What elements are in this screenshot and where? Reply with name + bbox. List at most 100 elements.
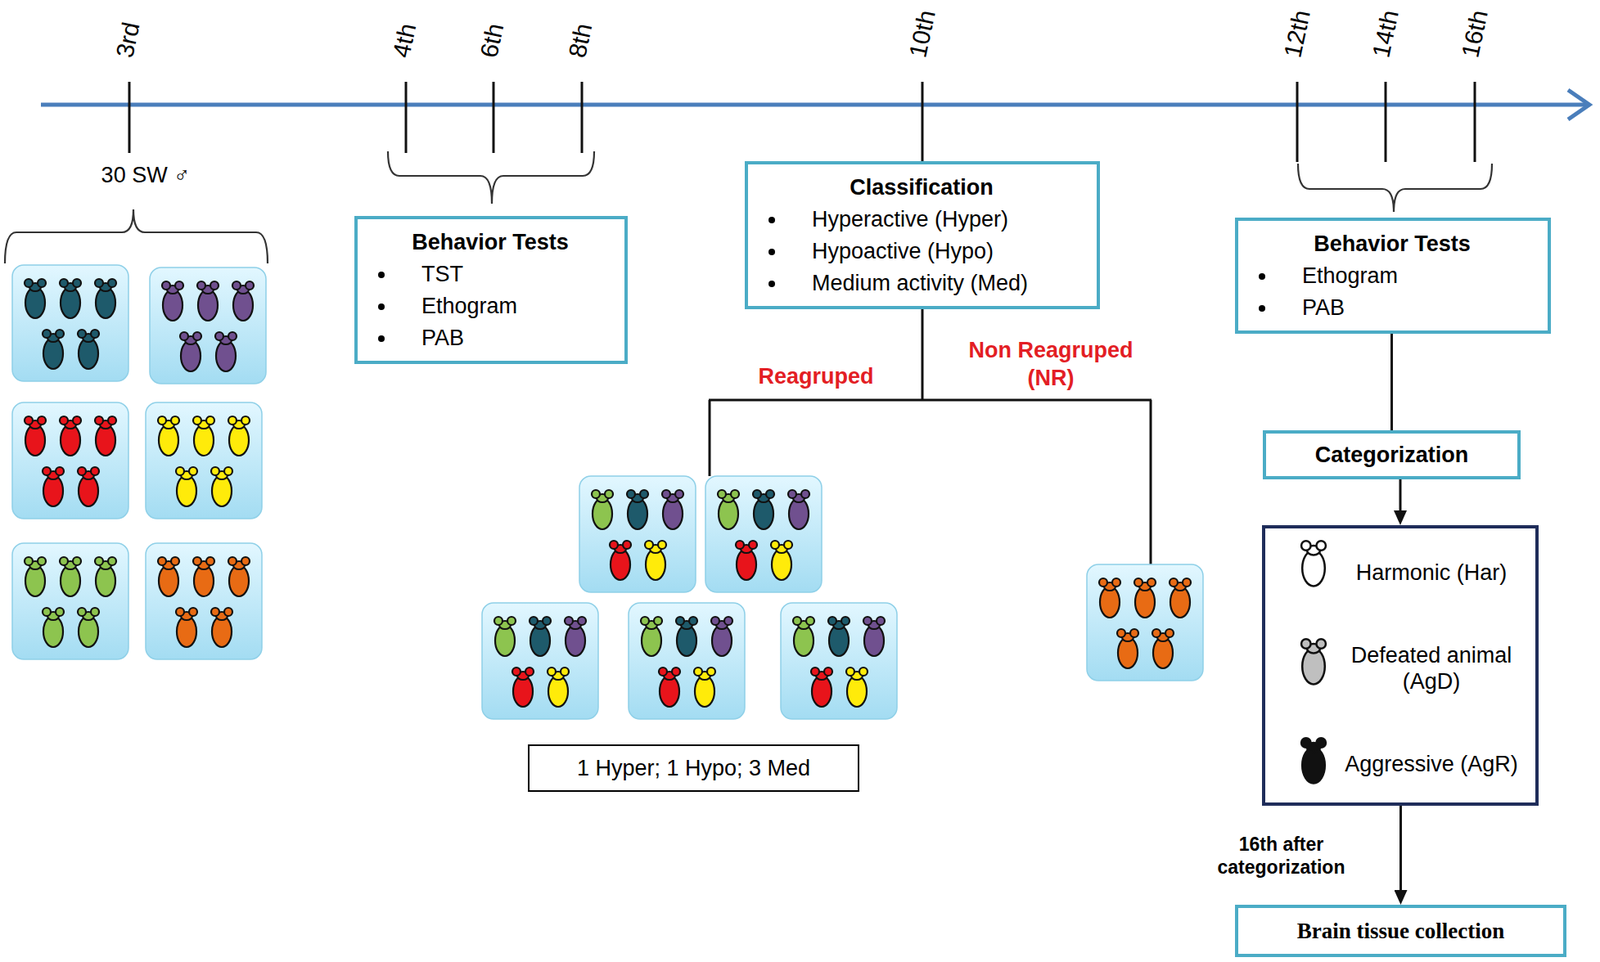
mouse-icon xyxy=(711,617,733,657)
cage-box xyxy=(12,402,129,519)
branch-label: Reagruped xyxy=(757,362,874,391)
mouse-ear xyxy=(232,281,241,290)
mouse-icon xyxy=(24,557,46,597)
mouse-icon xyxy=(863,617,885,657)
bracket xyxy=(4,209,268,264)
mouse-ear xyxy=(1165,629,1174,638)
tree-line xyxy=(1149,400,1153,565)
mouse-ear xyxy=(547,667,556,677)
process-box: ClassificationHyperactive (Hyper)Hypoact… xyxy=(744,161,1100,310)
mouse-ear xyxy=(662,490,671,499)
branch-label: Non Reagruped (NR) xyxy=(952,336,1150,393)
cage xyxy=(145,543,262,660)
list-item: TST xyxy=(375,258,605,291)
mouse-ear xyxy=(658,667,668,677)
cage xyxy=(149,267,266,384)
mouse-icon xyxy=(1301,639,1326,685)
mouse-ear xyxy=(215,332,224,341)
mouse-ear xyxy=(189,608,198,617)
mouse-icon xyxy=(676,617,698,657)
mouse-ear xyxy=(108,557,117,566)
tick-label: 14th xyxy=(1368,8,1402,60)
list-item: Hyperactive (Hyper) xyxy=(766,203,1078,236)
tick-label: 6th xyxy=(476,21,508,60)
mouse-ear xyxy=(55,329,64,339)
mouse-icon xyxy=(752,490,775,530)
mouse-ear xyxy=(525,667,534,677)
connector-line xyxy=(1390,333,1393,431)
mouse-icon xyxy=(197,281,219,321)
mouse-icon xyxy=(180,332,202,372)
cage xyxy=(1086,564,1204,681)
mouse-ear xyxy=(1316,540,1326,551)
cage xyxy=(628,603,745,720)
mouse-ear xyxy=(1099,578,1108,587)
mouse-ear xyxy=(1112,578,1121,587)
process-box: Behavior TestsEthogramPAB xyxy=(1234,217,1551,334)
mouse-ear xyxy=(90,467,100,476)
mouse-icon xyxy=(232,281,254,321)
mouse-icon xyxy=(662,490,684,530)
mouse-ear xyxy=(211,608,220,617)
mouse-icon xyxy=(564,617,586,657)
tick-label: 16th xyxy=(1457,8,1492,60)
tick xyxy=(492,81,496,154)
cage xyxy=(12,402,129,519)
mouse-ear xyxy=(676,617,685,626)
tick xyxy=(1473,81,1477,163)
mouse-ear xyxy=(72,557,82,566)
mouse-ear xyxy=(1301,738,1312,749)
list-item: PAB xyxy=(1256,292,1528,325)
mouse-ear xyxy=(694,667,703,677)
mouse-ear xyxy=(94,557,104,566)
timeline-axis xyxy=(40,103,1587,108)
cage xyxy=(12,265,129,382)
mouse-ear xyxy=(1147,578,1156,587)
box-title: Behavior Tests xyxy=(1256,227,1528,261)
mouse-ear xyxy=(577,617,586,626)
process-box: 1 Hyper; 1 Hypo; 3 Med xyxy=(527,744,860,793)
mouse-ear xyxy=(24,416,33,425)
mouse-icon xyxy=(162,281,184,321)
tick-label: 3rd xyxy=(112,19,144,60)
mouse-icon xyxy=(211,467,233,507)
mouse-icon xyxy=(547,667,569,708)
mouse-icon xyxy=(626,490,649,530)
cage-box xyxy=(149,267,266,384)
mouse-ear xyxy=(494,617,503,626)
mouse-ear xyxy=(1152,629,1161,638)
mouse-ear xyxy=(193,332,202,341)
mouse-ear xyxy=(108,416,117,425)
mouse-icon xyxy=(175,608,198,648)
cage-box xyxy=(145,402,262,519)
mouse-ear xyxy=(228,416,237,425)
mouse-ear xyxy=(1130,629,1139,638)
mouse-ear xyxy=(542,617,551,626)
cage xyxy=(780,603,897,720)
legend-text: Aggressive (AgR) xyxy=(1343,751,1519,778)
mouse-ear xyxy=(1301,540,1312,551)
mouse-icon xyxy=(24,279,46,319)
process-box: Brain tissue collection xyxy=(1234,905,1567,958)
list-item: Ethogram xyxy=(1256,260,1528,293)
tick-label: 4th xyxy=(388,21,420,60)
tree-line xyxy=(708,399,1152,402)
mouse-ear xyxy=(90,608,100,617)
mouse-ear xyxy=(859,667,868,677)
mouse-icon xyxy=(644,540,667,581)
mouse-ear xyxy=(653,617,663,626)
mouse-ear xyxy=(77,608,86,617)
mouse-ear xyxy=(1134,578,1143,587)
mouse-ear xyxy=(77,467,86,476)
cage-box xyxy=(145,543,262,660)
mouse-ear xyxy=(206,416,215,425)
tick xyxy=(405,81,408,154)
mouse-ear xyxy=(640,617,650,626)
mouse-ear xyxy=(59,416,68,425)
cage-box xyxy=(1086,564,1204,681)
mouse-ear xyxy=(24,279,33,288)
mouse-ear xyxy=(591,490,600,499)
cage xyxy=(145,402,262,519)
list-item: Medium activity (Med) xyxy=(766,267,1078,300)
mouse-ear xyxy=(72,279,82,288)
